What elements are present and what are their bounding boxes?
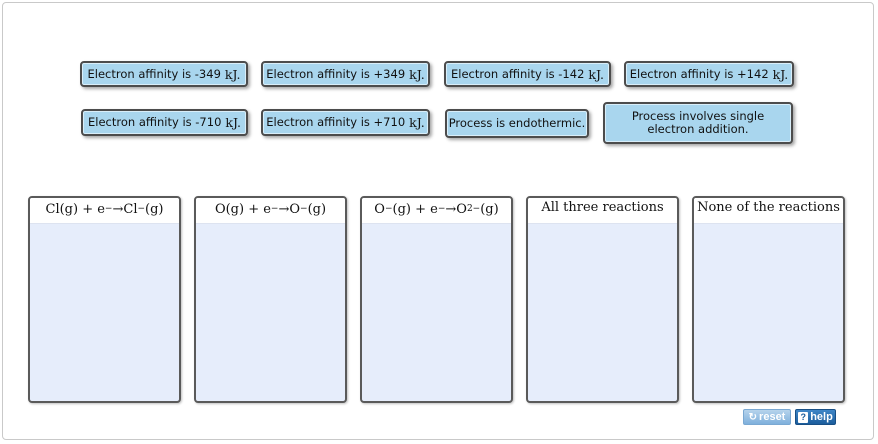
tile-text: Electron affinity is +349	[266, 66, 406, 81]
tile-unit: kJ.	[225, 115, 241, 130]
tile-endothermic[interactable]: Process is endothermic.	[445, 109, 589, 138]
bin-header: O(g) + e− → O−(g)	[196, 198, 345, 224]
help-label: help	[810, 411, 833, 423]
reset-icon: ↻	[748, 411, 758, 423]
bin-header: Cl(g) + e− → Cl−(g)	[30, 198, 179, 224]
eq-part: (g)	[480, 202, 499, 217]
bin-drop-area[interactable]	[196, 224, 345, 401]
bin-none[interactable]: None of the reactions	[692, 196, 845, 403]
bin-drop-area[interactable]	[30, 224, 179, 401]
reset-label: reset	[759, 411, 786, 423]
eq-arrow: →	[445, 202, 457, 217]
tile-unit: kJ.	[409, 66, 425, 82]
tile-text: Electron affinity is -349	[87, 66, 221, 81]
tile-text: Process involves single electron additio…	[631, 109, 765, 136]
help-icon: ?	[798, 411, 809, 423]
bin-cl-reaction[interactable]: Cl(g) + e− → Cl−(g)	[28, 196, 181, 403]
eq-part: (g)	[307, 202, 327, 217]
eq-arrow: →	[278, 202, 290, 217]
tile-text: Electron affinity is +142	[629, 66, 769, 81]
eq-part: O(g) + e	[214, 202, 271, 217]
bin-o-reaction[interactable]: O(g) + e− → O−(g)	[194, 196, 347, 403]
bin-all-three[interactable]: All three reactions	[526, 196, 679, 403]
eq-part: (g) + e	[392, 202, 438, 217]
tile-text: Electron affinity is +710	[266, 115, 406, 129]
tile-single-electron-addition[interactable]: Process involves single electron additio…	[603, 102, 793, 144]
bin-drop-area[interactable]	[528, 224, 677, 401]
bin-header: None of the reactions	[694, 198, 843, 224]
eq-part: O	[289, 202, 301, 217]
bin-header: All three reactions	[528, 198, 677, 224]
eq-part: Cl	[123, 202, 138, 217]
help-button[interactable]: ?help	[795, 409, 836, 425]
tile-unit: kJ.	[409, 115, 425, 130]
eq-part: (g)	[145, 202, 164, 217]
tile-unit: kJ.	[588, 66, 604, 82]
tile-unit: kJ.	[224, 66, 241, 82]
tile-text: Electron affinity is -142	[451, 66, 585, 81]
bin-drop-area[interactable]	[694, 224, 843, 401]
bin-drop-area[interactable]	[362, 224, 511, 401]
reset-button[interactable]: ↻reset	[743, 409, 791, 425]
eq-part: O	[456, 202, 467, 217]
eq-arrow: →	[112, 202, 124, 217]
tile-text: Process is endothermic.	[448, 116, 586, 130]
eq-part: Cl(g) + e	[45, 202, 105, 217]
eq-part: O	[374, 202, 385, 217]
tile-text: Electron affinity is -710	[88, 115, 222, 129]
tile-unit: kJ.	[772, 66, 789, 82]
